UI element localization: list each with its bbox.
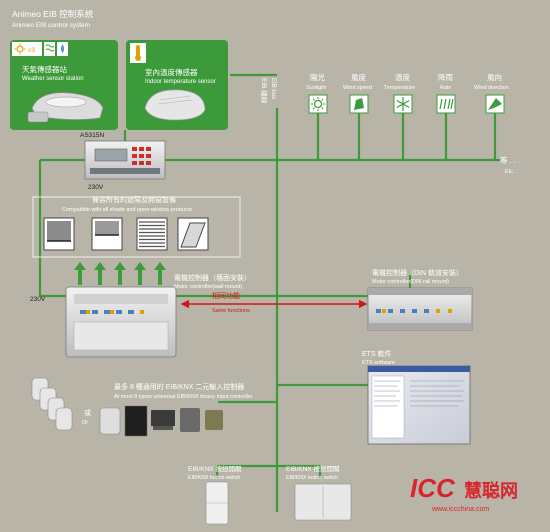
controller-model: AS315N bbox=[80, 132, 105, 139]
watermark-url: www.iccchina.com bbox=[431, 506, 489, 513]
or-label-en: Or bbox=[82, 420, 88, 426]
weather-badge-count: x3 bbox=[28, 47, 35, 54]
etc-label-en: Etc . . . bbox=[505, 169, 523, 175]
button-switch-2-label-en: EIB/KNX button switch bbox=[286, 475, 338, 481]
bus-label-cn: EIB 總線 bbox=[260, 78, 269, 104]
or-label-cn: 或 bbox=[84, 408, 91, 417]
snowflake-icon bbox=[396, 97, 410, 111]
ets-software-window bbox=[367, 365, 471, 445]
etc-label-cn: 等 . . . bbox=[500, 155, 520, 165]
thermometer-icon bbox=[135, 45, 141, 61]
as315n-controller bbox=[84, 140, 166, 180]
watermark-logo: ICC bbox=[410, 473, 456, 503]
ets-label-en: ETS software bbox=[362, 360, 395, 366]
weather-station-label-cn: 天氣傳感器站 bbox=[22, 64, 67, 74]
svg-text:Wind direction: Wind direction bbox=[474, 85, 509, 91]
window-opener-icon bbox=[177, 217, 209, 251]
motor-controller-din bbox=[367, 287, 473, 331]
products-label-en: Compatible with all shade and open-windo… bbox=[62, 207, 192, 213]
bus-label-en: EIB bus bbox=[270, 78, 276, 99]
indoor-sensor-panel: 室內溫度傳感器 Indoor temperature sensor bbox=[126, 40, 228, 130]
svg-text:Wind speed: Wind speed bbox=[343, 85, 372, 91]
motor-din-label-en: Motor controller(DIN rail mount) bbox=[372, 279, 449, 285]
svg-text:降雨: 降雨 bbox=[438, 72, 453, 82]
products-label-cn: 兼容所有的遮陽及開窗設備 bbox=[92, 195, 176, 204]
svg-text:Temperature: Temperature bbox=[384, 85, 415, 91]
weather-sensor-panel: x3 天氣傳感器站 Weather sensor station bbox=[10, 40, 118, 130]
same-functions-cn: 相同功能 bbox=[212, 291, 240, 300]
sensor-wind-speed: 風度 Wind speed bbox=[343, 72, 372, 114]
button-switch-2: EIB/KNX 按鈕開關 EIB/KNX button switch bbox=[286, 464, 352, 521]
binary-input-remotes bbox=[31, 377, 73, 431]
controller-voltage: 230V bbox=[88, 184, 104, 191]
products-box: 兼容所有的遮陽及開窗設備 Compatible with all shade a… bbox=[32, 195, 241, 258]
indoor-sensor-label-cn: 室內溫度傳感器 bbox=[145, 67, 198, 77]
button-switch-1: EIB/KNX 按鈕開關 EIB/KNX button switch bbox=[188, 464, 241, 525]
indoor-sensor-label-en: Indoor temperature sensor bbox=[145, 79, 216, 85]
rain-drop-icon bbox=[61, 44, 64, 53]
controller-display bbox=[94, 148, 128, 162]
button-switch-2-label-cn: EIB/KNX 按鈕開關 bbox=[286, 464, 339, 473]
wind-icon bbox=[45, 44, 55, 52]
rain-icon bbox=[439, 98, 454, 110]
svg-text:風度: 風度 bbox=[351, 72, 366, 82]
motor-wall-label-en: Motor controller(wall mount) bbox=[174, 284, 242, 290]
iccchina-watermark: ICC 慧聪网 www.iccchina.com bbox=[410, 473, 518, 513]
roller-shade-icon bbox=[43, 217, 75, 251]
svg-text:陽光: 陽光 bbox=[310, 72, 325, 82]
ets-label-cn: ETS 軟件 bbox=[362, 349, 392, 358]
binary-input-devices bbox=[99, 405, 223, 437]
same-functions-en: Same functions bbox=[212, 308, 250, 314]
wind-speed-icon bbox=[354, 98, 364, 110]
binary-input-label-cn: 最多 8 種通用的 EIB/KNX 二元輸入控制器 bbox=[114, 382, 244, 391]
sensor-sunlight: 陽光 Sunlight bbox=[306, 72, 328, 114]
weather-station-label-en: Weather sensor station bbox=[22, 76, 84, 82]
sensor-row: 陽光 Sunlight 風度 Wind speed 溫度 Temperature bbox=[306, 72, 509, 114]
eib-bus-lines bbox=[38, 73, 500, 512]
diagram-subtitle: Animeo EIB control system bbox=[12, 22, 90, 29]
svg-text:溫度: 溫度 bbox=[395, 72, 410, 82]
controller-buttons bbox=[132, 147, 151, 165]
indoor-sensor-device bbox=[144, 89, 206, 121]
weather-sensor-device bbox=[27, 92, 104, 123]
motor-din-label-cn: 電機控制器（DIN 軌道安裝） bbox=[372, 268, 463, 277]
wind-direction-icon bbox=[488, 98, 502, 110]
sensor-temperature: 溫度 Temperature bbox=[384, 72, 415, 114]
venetian-blind-icon bbox=[136, 217, 168, 251]
svg-text:Rain: Rain bbox=[440, 85, 451, 91]
binary-input-label-en: At most 8 types universal EIB/KNX binary… bbox=[114, 394, 253, 400]
watermark-logo-cn: 慧聪网 bbox=[464, 480, 518, 501]
svg-text:Sunlight: Sunlight bbox=[306, 85, 326, 91]
sensor-rain: 降雨 Rain bbox=[436, 72, 456, 114]
diagram-title: Animeo EIB 控制系統 bbox=[12, 9, 94, 19]
button-switch-1-label-en: EIB/KNX button switch bbox=[188, 475, 240, 481]
output-arrows bbox=[74, 262, 166, 285]
svg-text:風向: 風向 bbox=[487, 72, 502, 82]
shade-icon bbox=[91, 217, 123, 251]
sun-icon bbox=[14, 43, 26, 55]
sun-icon bbox=[311, 97, 325, 111]
button-switch-1-label-cn: EIB/KNX 按鈕開關 bbox=[188, 464, 241, 473]
motor-wall-label-cn: 電機控制器（墻面安裝） bbox=[174, 273, 251, 282]
sensor-wind-direction: 風向 Wind direction bbox=[474, 72, 509, 114]
motor-wall-voltage: 230V bbox=[30, 296, 46, 303]
motor-controller-wall bbox=[65, 286, 177, 358]
